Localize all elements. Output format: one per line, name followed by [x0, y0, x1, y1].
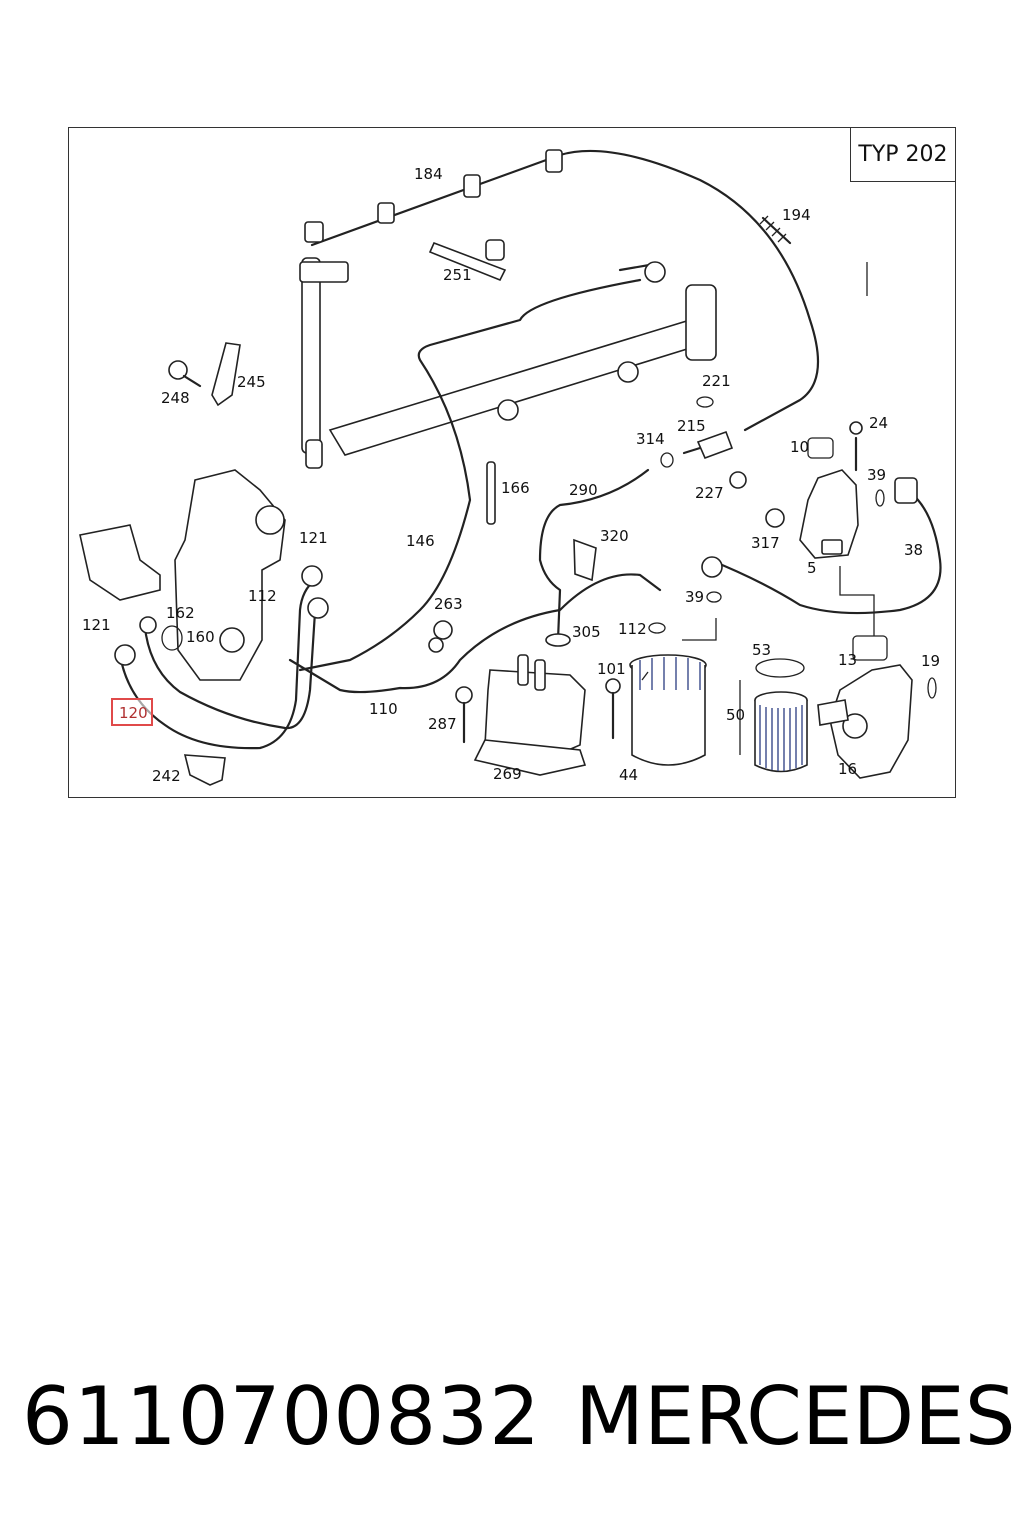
gasket-10: [807, 437, 834, 459]
seal-53: [755, 658, 805, 678]
callout-320[interactable]: 320: [600, 527, 629, 545]
fitting-162: [139, 616, 157, 634]
brand-name: MERCEDES: [575, 1370, 1016, 1463]
connector-184-left: [304, 221, 324, 243]
connector-184-mid1: [377, 202, 395, 224]
callout-245[interactable]: 245: [237, 373, 266, 391]
callout-251[interactable]: 251: [443, 266, 472, 284]
clamp-305: [545, 633, 571, 647]
callout-166[interactable]: 166: [501, 479, 530, 497]
callout-44[interactable]: 44: [619, 766, 639, 784]
fitting-112a: [307, 597, 329, 619]
pipe-166: [486, 461, 496, 525]
oring-112b: [648, 622, 666, 634]
part-number: 6110700832: [22, 1370, 541, 1463]
clamp-317: [765, 508, 785, 528]
callout-101[interactable]: 101: [597, 660, 626, 678]
bracket-320: [573, 538, 597, 582]
oring-19: [927, 677, 937, 699]
fitting-39c: [875, 489, 885, 507]
pipe-146: [298, 278, 642, 672]
callout-162[interactable]: 162: [166, 604, 195, 622]
clamp-263: [428, 620, 453, 653]
callout-24[interactable]: 24: [869, 414, 889, 432]
callout-50[interactable]: 50: [726, 706, 746, 724]
callout-121-left[interactable]: 121: [82, 616, 111, 634]
callout-120-highlighted[interactable]: 120: [111, 698, 153, 726]
callout-13[interactable]: 13: [838, 651, 858, 669]
callout-248[interactable]: 248: [161, 389, 190, 407]
callout-263[interactable]: 263: [434, 595, 463, 613]
bolt-248: [168, 360, 202, 388]
housing-16: [817, 664, 913, 779]
return-line-184: [310, 149, 820, 432]
oring-221: [696, 396, 714, 408]
clip-242: [183, 754, 226, 786]
connector-184-right: [545, 149, 563, 173]
callout-221[interactable]: 221: [702, 372, 731, 390]
callout-121-top[interactable]: 121: [299, 529, 328, 547]
callout-314[interactable]: 314: [636, 430, 665, 448]
bolt-101: [605, 678, 621, 740]
callout-269[interactable]: 269: [493, 765, 522, 783]
callout-5[interactable]: 5: [807, 559, 817, 577]
callout-160[interactable]: 160: [186, 628, 215, 646]
callout-194[interactable]: 194: [782, 206, 811, 224]
oring-39b: [706, 591, 722, 603]
bolt-287: [455, 686, 473, 744]
pipe-38: [708, 488, 942, 615]
callout-184[interactable]: 184: [414, 165, 443, 183]
bracket-245: [211, 342, 241, 407]
callout-53[interactable]: 53: [752, 641, 772, 659]
fitting-121a: [114, 644, 136, 666]
gasket-13: [852, 635, 888, 661]
fitting-121b: [301, 565, 323, 587]
callout-215[interactable]: 215: [677, 417, 706, 435]
callout-112-left[interactable]: 112: [248, 587, 277, 605]
callout-227[interactable]: 227: [695, 484, 724, 502]
callout-39-mid[interactable]: 39: [685, 588, 705, 606]
clip-251: [428, 239, 507, 282]
valve-5: [799, 421, 863, 559]
callout-287[interactable]: 287: [428, 715, 457, 733]
callout-290[interactable]: 290: [569, 481, 598, 499]
fuel-rail: [328, 261, 717, 456]
connector-184-mid2: [463, 174, 481, 198]
type-label: TYP 202: [850, 127, 956, 182]
spring-194: [759, 215, 792, 245]
callout-10[interactable]: 10: [790, 438, 810, 456]
callout-38[interactable]: 38: [904, 541, 924, 559]
leader-lines: [641, 262, 875, 755]
callout-19[interactable]: 19: [921, 652, 941, 670]
high-pressure-pump: [79, 469, 286, 681]
callout-242[interactable]: 242: [152, 767, 181, 785]
callout-16[interactable]: 16: [838, 760, 858, 778]
callout-305[interactable]: 305: [572, 623, 601, 641]
pipe-290: [538, 468, 650, 642]
fitting-38: [894, 477, 918, 504]
callout-146[interactable]: 146: [406, 532, 435, 550]
pipe-110: [288, 573, 662, 694]
filter-housing-44: [629, 654, 707, 766]
fitting-39a: [701, 556, 723, 578]
callout-317[interactable]: 317: [751, 534, 780, 552]
injector: [299, 257, 349, 469]
oring-160: [161, 625, 183, 651]
pipe-120-b: [143, 610, 317, 730]
filter-element-50: [754, 691, 808, 773]
callout-39-top[interactable]: 39: [867, 466, 887, 484]
oring-314: [660, 452, 674, 468]
callout-110[interactable]: 110: [369, 700, 398, 718]
cooler-269: [473, 654, 587, 776]
callout-112-right[interactable]: 112: [618, 620, 647, 638]
fitting-215: [682, 430, 734, 460]
fitting-227: [729, 471, 747, 489]
